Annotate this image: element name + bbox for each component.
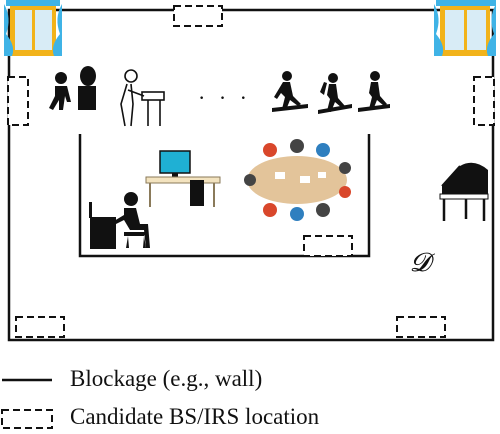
legend-dashed-box-icon — [1, 409, 53, 429]
office-worker-icon — [89, 192, 150, 249]
legend-blockage: Blockage (e.g., wall) — [0, 366, 500, 396]
legend-solid-line-icon — [2, 378, 52, 382]
treadmill-icon — [272, 71, 390, 114]
window-icon — [434, 0, 496, 56]
ellipsis: · · · — [198, 85, 251, 110]
legend-candidate-label: Candidate BS/IRS location — [70, 404, 320, 429]
curtain-icon — [434, 4, 444, 56]
candidate-location-bottom-right — [396, 316, 446, 338]
worker-icon — [49, 66, 96, 110]
candidate-location-right — [473, 76, 495, 126]
candidate-location-bottom-left — [15, 316, 65, 338]
candidate-location-left — [7, 76, 29, 126]
legend-blockage-label: Blockage (e.g., wall) — [70, 366, 263, 391]
piano-icon — [439, 162, 489, 221]
outer-wall — [7, 8, 495, 342]
destination-label: 𝓓 — [410, 248, 430, 278]
inner-wall — [78, 134, 371, 258]
candidate-location-top — [173, 5, 223, 27]
curtain-icon — [4, 4, 14, 56]
meeting-table-icon — [244, 139, 351, 221]
window-icon — [4, 0, 62, 56]
candidate-location-inner — [303, 235, 353, 257]
computer-icon — [145, 150, 221, 207]
person-at-desk-icon — [120, 69, 165, 127]
legend-candidate: Candidate BS/IRS location — [0, 404, 500, 434]
